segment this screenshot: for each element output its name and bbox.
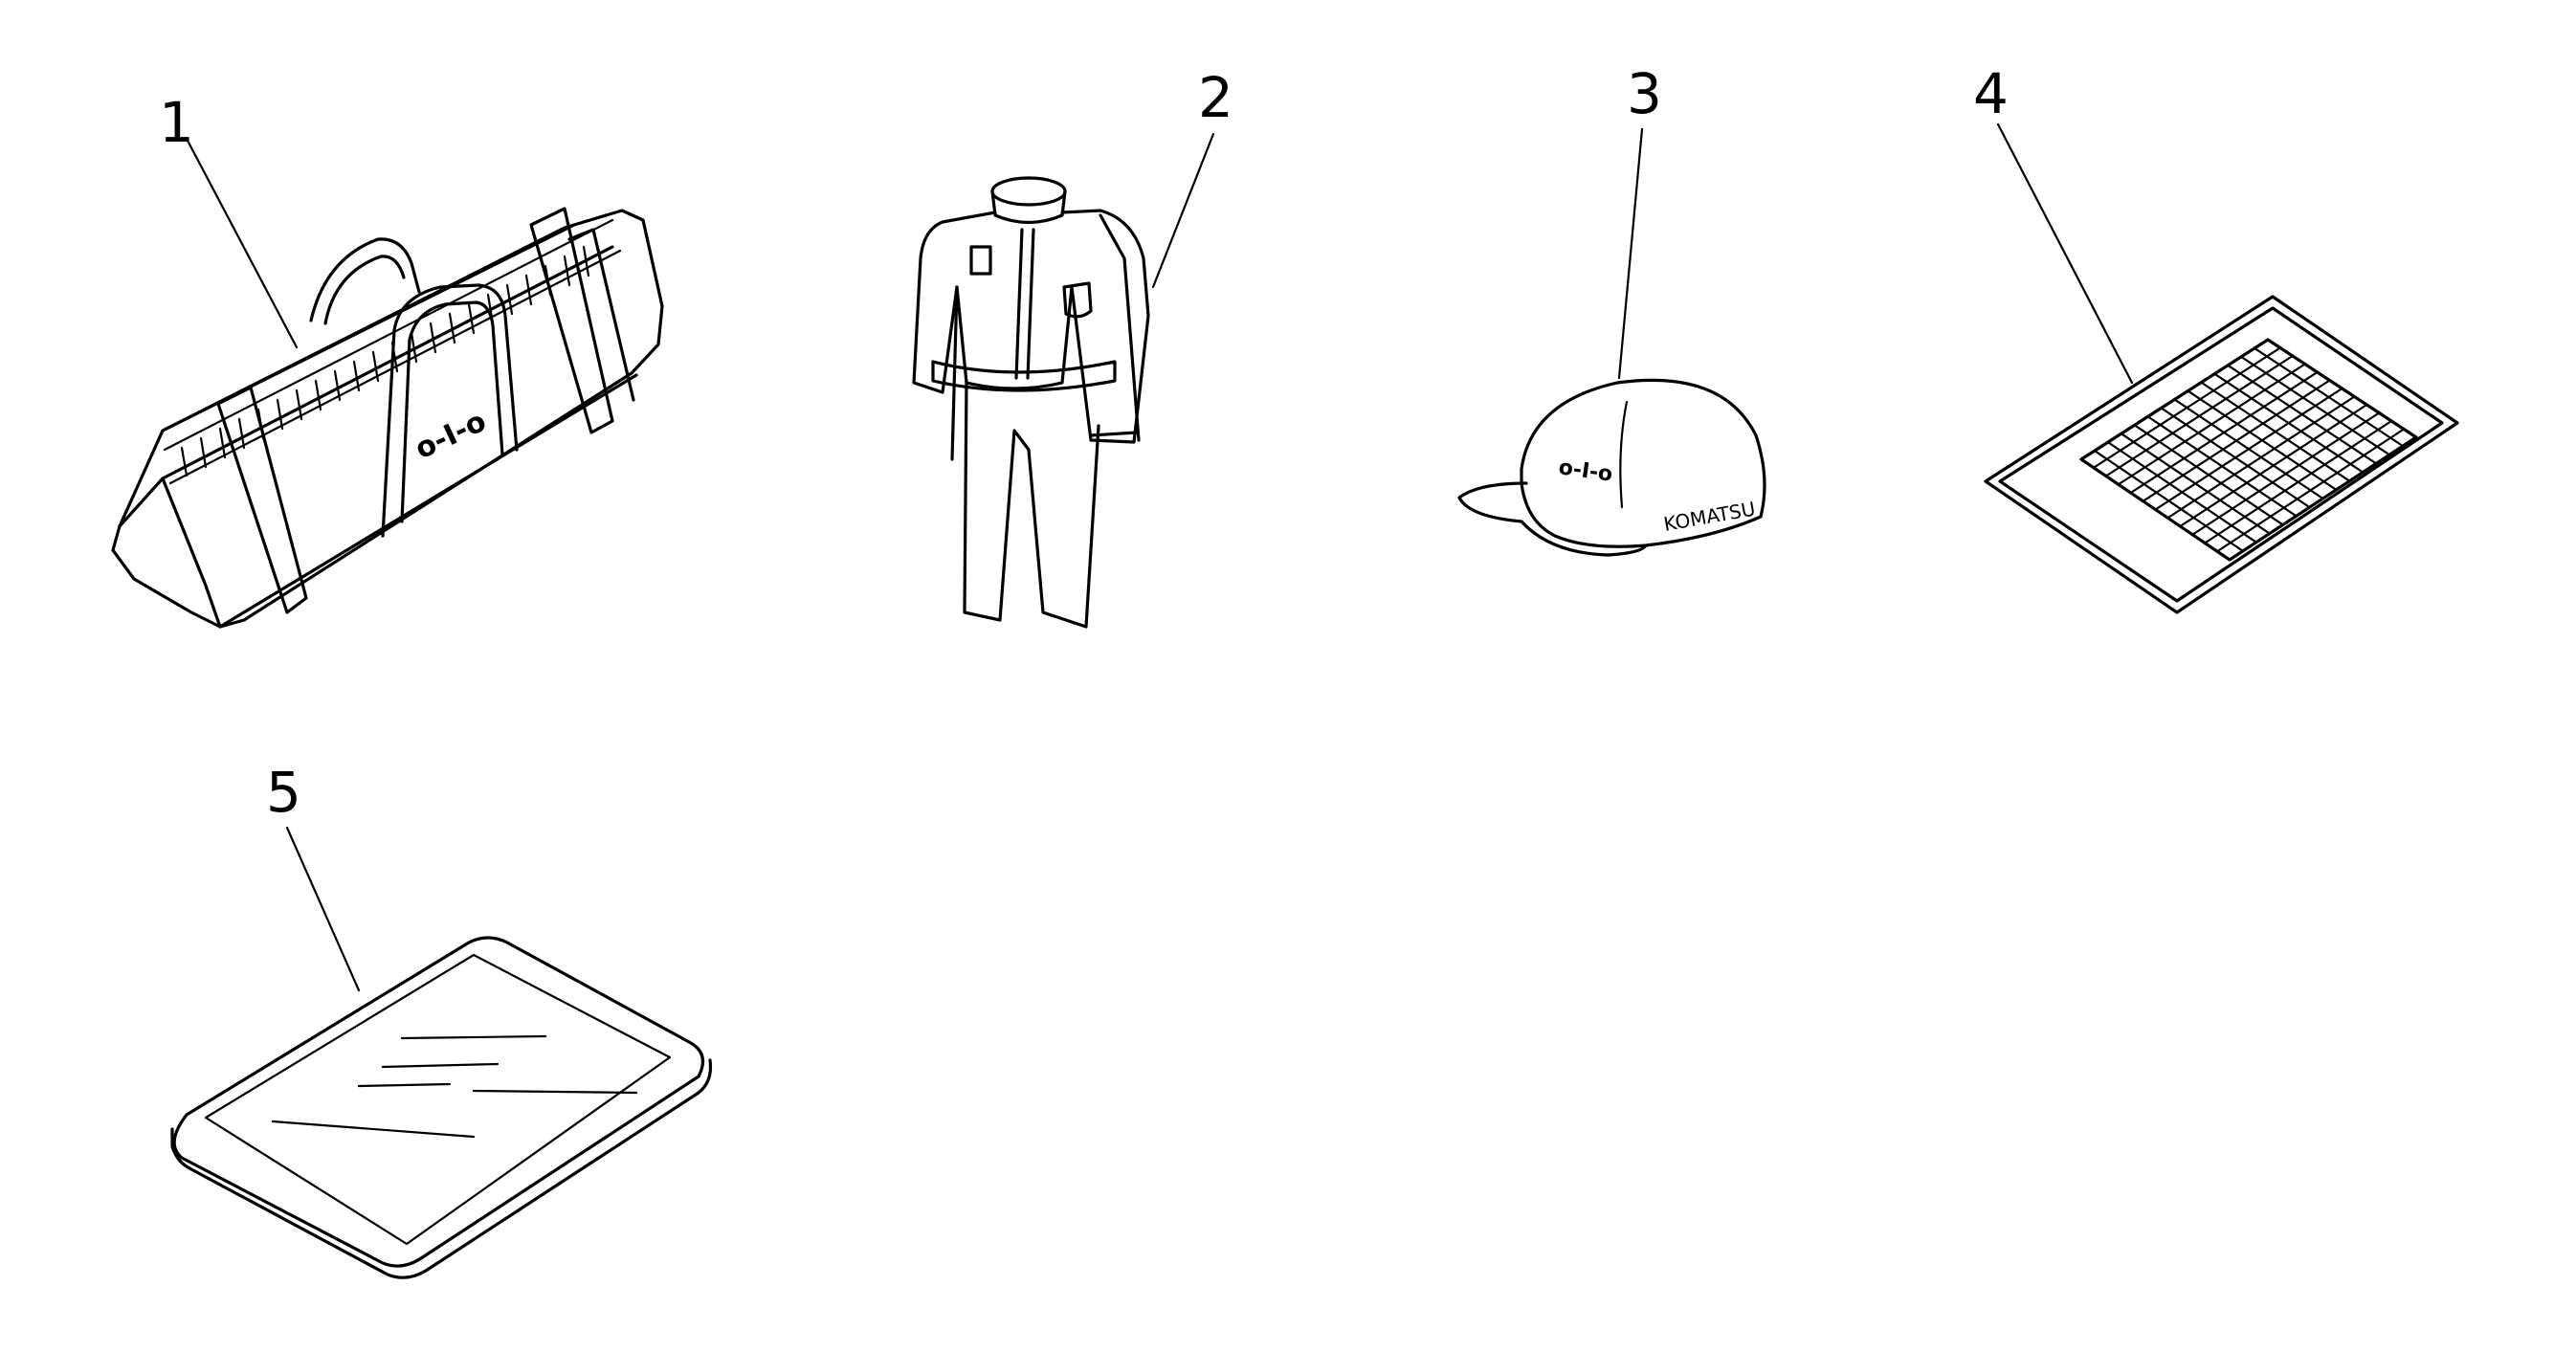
bag-logo: o-I-o bbox=[411, 405, 492, 466]
glass-panel-inner bbox=[204, 953, 672, 1246]
callout-leader-1 bbox=[185, 137, 299, 349]
mat-grid-line bbox=[2117, 363, 2306, 486]
bag-strap-left bbox=[216, 386, 308, 614]
callout-leader-4 bbox=[1996, 122, 2134, 385]
callout-label-2: 2 bbox=[1198, 65, 1233, 130]
bag-handle-back-inner bbox=[323, 255, 406, 325]
glass-panel-edge bbox=[170, 1058, 713, 1279]
coverall-belt bbox=[931, 360, 1117, 392]
grid-mat-icon: 4 bbox=[1973, 61, 2459, 614]
cap-icon: 3 o-I-o KOMATSU bbox=[1457, 61, 1766, 557]
mat-grid-line bbox=[2204, 419, 2393, 544]
callout-leader-5 bbox=[285, 826, 361, 992]
coverall-legs bbox=[963, 379, 1100, 629]
glass-panel-glare bbox=[271, 1034, 638, 1139]
bag-bottom-edge bbox=[218, 373, 638, 629]
bag-handle-front-inner bbox=[400, 300, 504, 523]
cap-brim bbox=[1457, 481, 1648, 557]
mat-grid-line bbox=[2092, 346, 2282, 469]
glass-panel-icon: 5 bbox=[170, 760, 713, 1279]
cap-logo: o-I-o bbox=[1557, 455, 1614, 487]
mat-outer bbox=[1984, 295, 2459, 614]
coverall-collar-band bbox=[990, 189, 1067, 225]
callout-leader-2 bbox=[1151, 132, 1215, 289]
mat-grid-line bbox=[2191, 411, 2381, 536]
mat-grid-line bbox=[2179, 403, 2368, 528]
glass-panel-outer bbox=[172, 936, 705, 1268]
coverall-sleeve-right bbox=[1099, 213, 1141, 442]
coverall-left-arm bbox=[950, 285, 959, 461]
mat-grid-line bbox=[2104, 354, 2294, 477]
bag-handle-front bbox=[381, 283, 519, 538]
coverall-collar bbox=[990, 176, 1067, 207]
mat-inner-border bbox=[1998, 306, 2444, 603]
coverall-torso bbox=[912, 209, 1150, 444]
cap-brand-text: KOMATSU bbox=[1662, 497, 1757, 535]
coverall-zipper bbox=[1014, 228, 1035, 380]
bag-handle-back bbox=[309, 237, 421, 322]
cap-seam bbox=[1619, 400, 1629, 509]
callout-label-3: 3 bbox=[1627, 61, 1662, 126]
cap-crown bbox=[1520, 378, 1766, 548]
bag-strap-right-2 bbox=[567, 228, 635, 402]
coverall-pocket bbox=[1062, 281, 1093, 319]
coverall-icon: 2 bbox=[912, 65, 1233, 629]
bag-zipper bbox=[163, 218, 622, 485]
bag-end-face bbox=[118, 477, 222, 629]
mat-grid-line bbox=[2142, 379, 2331, 502]
bag-strap-right bbox=[529, 207, 614, 434]
mat-grid-lines bbox=[2092, 346, 2406, 553]
callout-label-5: 5 bbox=[266, 760, 301, 825]
mat-grid-line bbox=[2166, 395, 2356, 520]
callout-label-4: 4 bbox=[1973, 61, 2009, 126]
tool-bag-icon: 1 o-I-o bbox=[111, 90, 664, 629]
mat-grid-line bbox=[2129, 370, 2319, 495]
coverall-badge bbox=[969, 245, 992, 276]
mat-grid-line bbox=[2215, 428, 2406, 553]
callout-leader-3 bbox=[1617, 127, 1644, 380]
bag-front-top-edge bbox=[161, 245, 614, 480]
mat-grid-line bbox=[2154, 387, 2343, 511]
